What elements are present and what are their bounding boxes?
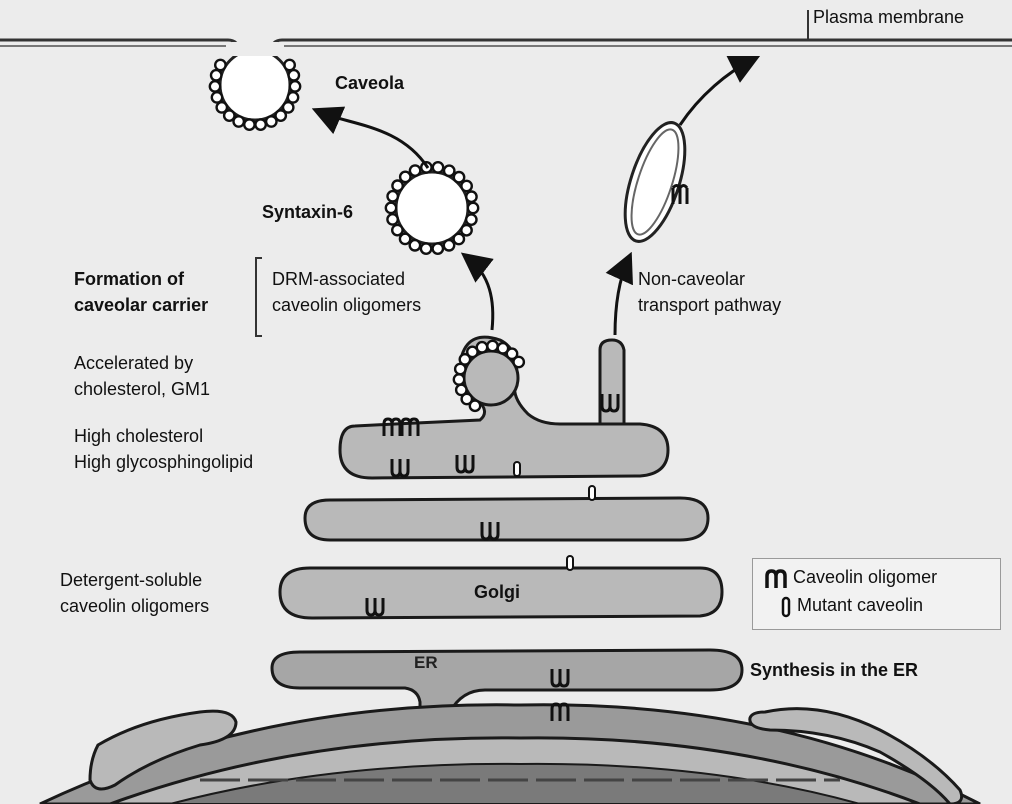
formation-label-line2: caveolar carrier bbox=[74, 295, 208, 315]
caveolin-bead bbox=[433, 243, 443, 253]
caveolin-bead bbox=[400, 172, 410, 182]
caveolin-bead bbox=[386, 203, 396, 213]
caveolin-bead bbox=[454, 172, 464, 182]
caveolin-bead bbox=[444, 240, 454, 250]
syntaxin-6-carrier bbox=[386, 162, 478, 254]
caveolin-bead bbox=[461, 225, 471, 235]
drm-label-line2: caveolin oligomers bbox=[272, 295, 421, 315]
caveolin-bead bbox=[289, 70, 299, 80]
caveolin-bead bbox=[244, 119, 254, 129]
formation-bracket bbox=[256, 258, 262, 336]
golgi-label: Golgi bbox=[474, 582, 520, 602]
accelerated-label-line1: Accelerated by bbox=[74, 353, 193, 373]
caveolin-bead bbox=[466, 214, 476, 224]
detergent-label-line2: caveolin oligomers bbox=[60, 596, 209, 616]
caveolin-bead bbox=[392, 225, 402, 235]
caveolin-bead bbox=[210, 81, 220, 91]
caveolin-bead bbox=[433, 162, 443, 172]
caveolin-bead bbox=[392, 181, 402, 191]
nuclear-envelope bbox=[40, 705, 980, 804]
legend-mutant-label: Mutant caveolin bbox=[797, 595, 923, 616]
caveolin-bead bbox=[211, 70, 221, 80]
caveolin-bead bbox=[290, 81, 300, 91]
accelerated-label-line2: cholesterol, GM1 bbox=[74, 379, 210, 399]
plasma-membrane-label: Plasma membrane bbox=[813, 7, 964, 27]
caveolin-oligomer-icon bbox=[763, 568, 789, 590]
caveolin-bead bbox=[456, 385, 466, 395]
caveolin-bead bbox=[477, 342, 487, 352]
caveolin-bead bbox=[217, 102, 227, 112]
syntaxin-6-label: Syntaxin-6 bbox=[262, 202, 353, 222]
formation-label-line1: Formation of bbox=[74, 269, 184, 289]
caveolin-bead bbox=[215, 60, 225, 70]
caveolin-bead bbox=[266, 116, 276, 126]
caveolin-bead bbox=[514, 357, 524, 367]
synthesis-label: Synthesis in the ER bbox=[750, 660, 918, 680]
caveolin-bead bbox=[212, 92, 222, 102]
drm-label-line1: DRM-associated bbox=[272, 269, 405, 289]
er-label: ER bbox=[414, 653, 438, 672]
non-caveolar-label-line1: Non-caveolar bbox=[638, 269, 745, 289]
high-cholesterol-label-line1: High cholesterol bbox=[74, 426, 203, 446]
non-caveolar-vesicle bbox=[613, 116, 697, 249]
caveolin-bead bbox=[400, 234, 410, 244]
caveolin-bead bbox=[468, 203, 478, 213]
mutant-caveolin-icon bbox=[780, 596, 792, 618]
caveolin-bead bbox=[410, 240, 420, 250]
mutant-caveolin-icon bbox=[589, 486, 595, 500]
caveolin-bead bbox=[466, 192, 476, 202]
caveola bbox=[210, 42, 300, 130]
legend: Caveolin oligomer Mutant caveolin bbox=[752, 558, 1001, 630]
golgi-cisterna-medial bbox=[305, 498, 708, 540]
caveolin-bead bbox=[388, 191, 398, 201]
caveolin-bead bbox=[444, 166, 454, 176]
non-caveolar-label-line2: transport pathway bbox=[638, 295, 781, 315]
mutant-caveolin-icon bbox=[567, 556, 573, 570]
caveolin-bead bbox=[487, 341, 497, 351]
caveolin-bead bbox=[461, 181, 471, 191]
caveolin-bead bbox=[255, 119, 265, 129]
caveolin-bead bbox=[284, 60, 294, 70]
caveolin-bead bbox=[421, 243, 431, 253]
legend-oligomer-label: Caveolin oligomer bbox=[793, 567, 937, 588]
caveolin-bead bbox=[410, 165, 420, 175]
caveolin-bead bbox=[454, 374, 464, 384]
detergent-label-line1: Detergent-soluble bbox=[60, 570, 202, 590]
mutant-caveolin-icon bbox=[514, 462, 520, 476]
high-cholesterol-label-line2: High glycosphingolipid bbox=[74, 452, 253, 472]
caveolin-bead bbox=[387, 214, 397, 224]
caveolin-bead bbox=[454, 234, 464, 244]
caveolin-bead bbox=[288, 92, 298, 102]
caveola-label: Caveola bbox=[335, 73, 404, 93]
